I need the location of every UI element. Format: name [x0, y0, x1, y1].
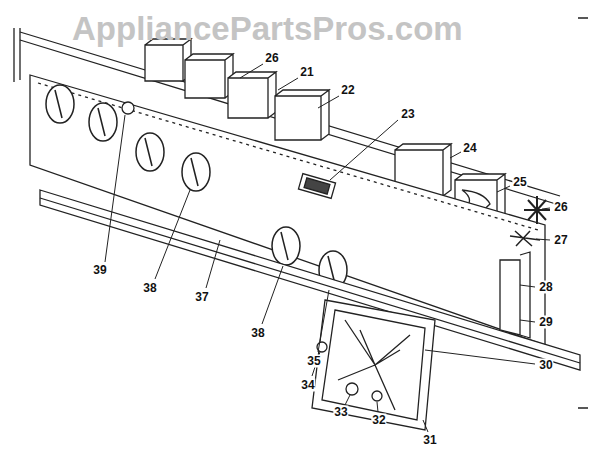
lamp-socket	[510, 231, 540, 246]
callout-number: 26	[553, 201, 568, 214]
callout-number: 39	[92, 264, 107, 277]
callout-number: 37	[194, 291, 209, 304]
panel-detail	[38, 83, 538, 230]
callout-number: 21	[299, 66, 314, 79]
callout-number: 22	[340, 84, 355, 97]
callout-number: 27	[553, 234, 568, 247]
leader-lines	[105, 64, 550, 432]
indicator-lens	[304, 178, 330, 194]
small-knob	[122, 102, 134, 114]
clock-frame	[312, 300, 435, 430]
callout-number: 32	[371, 414, 386, 427]
callout-number: 25	[512, 176, 527, 189]
callout-number: 35	[306, 355, 321, 368]
fan-blade	[524, 196, 550, 224]
callout-number: 33	[333, 406, 348, 419]
clock-knob	[372, 391, 382, 401]
callout-number: 23	[400, 108, 415, 121]
callout-number: 30	[538, 359, 553, 372]
callout-number: 28	[538, 281, 553, 294]
callout-number: 34	[300, 379, 315, 392]
callout-number: 26	[264, 52, 279, 65]
callout-number: 38	[250, 327, 265, 340]
trim-detail	[40, 198, 580, 363]
trim-strip	[40, 190, 580, 370]
callout-number: 31	[422, 434, 437, 447]
watermark: AppliancePartsPros.com	[72, 10, 463, 48]
end-bracket	[500, 252, 530, 338]
callout-number: 24	[462, 142, 477, 155]
control-knobs	[46, 85, 347, 289]
margin-tick	[578, 18, 588, 408]
side-bar	[14, 28, 20, 82]
callout-number: 29	[538, 316, 553, 329]
clock-knob	[346, 383, 358, 395]
indicator-light	[298, 174, 335, 199]
callout-number: 38	[142, 282, 157, 295]
